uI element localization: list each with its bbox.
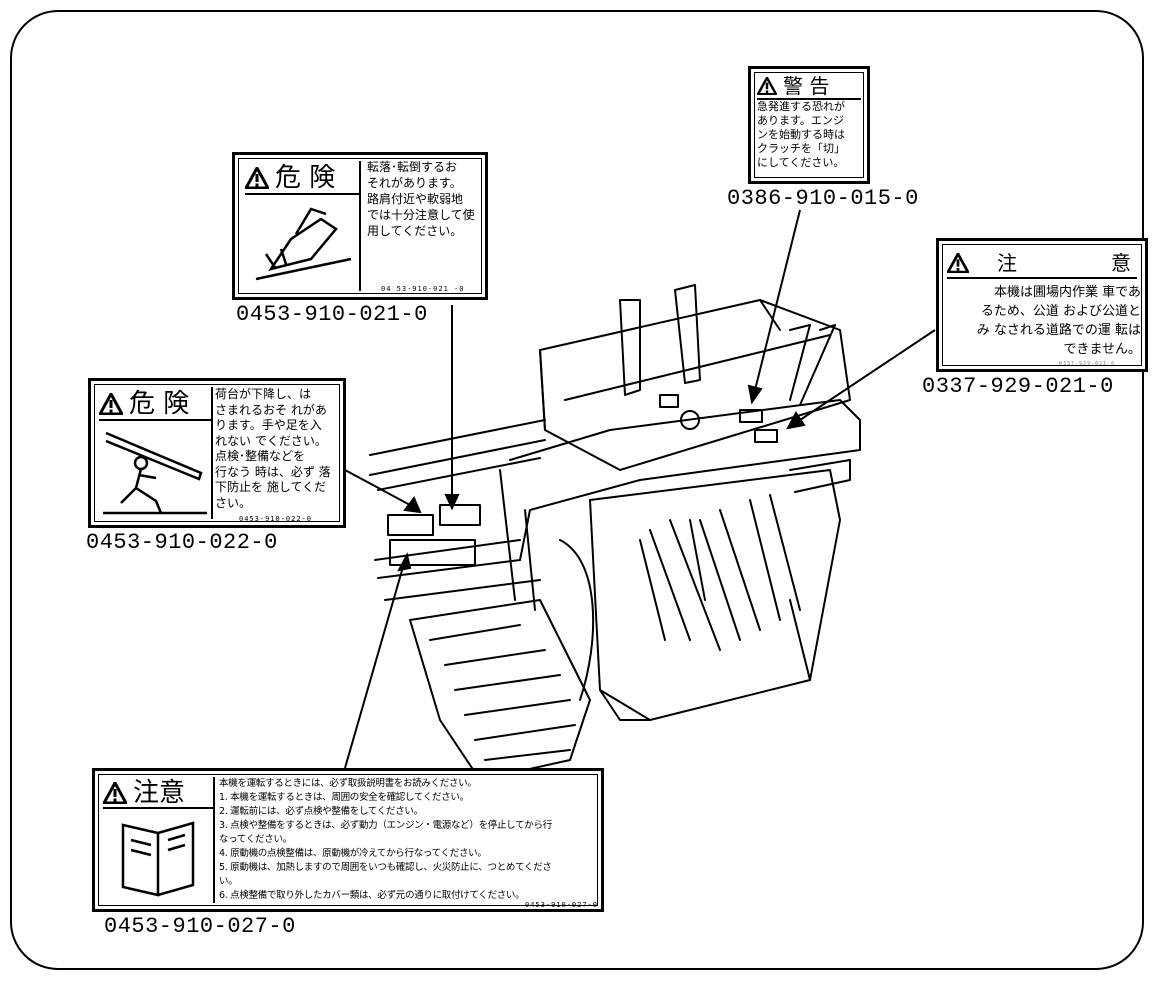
label-danger-fall-text: 転落･転倒するお それがあります。 路肩付近や軟弱地 では十分注意して使 用して… [367,160,475,238]
label-danger-bed-heading: 危 険 [99,389,211,421]
label-warning-start: 警 告 急発進する恐れが あります。エンジ ンを始動する時は クラッチを「切」 … [748,66,870,184]
manual-book-icon [121,821,195,897]
warning-triangle-icon [245,167,269,189]
label-danger-fall-code: 04 53-910-021 -0 [381,285,465,293]
label-danger-fall-heading: 危 険 [245,163,359,195]
label-warning-start-text: 急発進する恐れが あります。エンジ ンを始動する時は クラッチを「切」 にしてく… [757,100,845,169]
label-caution-manual-heading: 注意 [103,779,213,809]
label-danger-fall: 危 険 転落･転倒するお それがあります。 路肩付近や軟弱地 では十分注意して使… [232,152,488,300]
part-number-danger-fall: 0453-910-021-0 [236,302,428,327]
part-number-danger-bed: 0453-910-022-0 [86,530,278,555]
label-caution-manual: 注意 本機を運転するときには、必ず取扱説明書をお読みください。 1. 本機を運転… [92,768,604,912]
label-caution-road: 注 意 本機は圃場内作業 車であ るため、公道 および公道と み なされる道路で… [936,238,1148,372]
label-caution-road-text: 本機は圃場内作業 車であ るため、公道 および公道と み なされる道路での運 転… [976,285,1141,357]
warning-triangle-icon [757,77,777,95]
tipping-vehicle-pictogram [255,207,352,281]
part-number-warning-start: 0386-910-015-0 [727,186,919,211]
label-danger-bed-text: 荷台が下降し、は さまれるおそ れがあ ります。手や足を入 れない でください。… [215,387,331,510]
label-danger-bed: 危 険 荷台が下降し、は さまれるおそ れがあ ります。手や足を入 れない でく… [88,378,346,528]
crushed-person-pictogram [103,431,207,515]
warning-triangle-icon [103,782,127,804]
label-caution-road-code: 0337-929-021-0 [1059,361,1116,367]
warning-triangle-icon [99,393,123,415]
warning-triangle-icon [947,253,969,273]
label-warning-start-heading: 警 告 [757,74,861,100]
label-caution-road-heading: 注 意 [947,249,1137,279]
label-caution-manual-lines: 本機を運転するときには、必ず取扱説明書をお読みください。 1. 本機を運転すると… [219,778,552,901]
label-caution-manual-code: 0453-910-027-0 [525,901,599,909]
label-danger-bed-code: 0453-910-022-0 [239,515,313,523]
part-number-caution-road: 0337-929-021-0 [922,374,1114,399]
part-number-caution-manual: 0453-910-027-0 [104,914,296,939]
